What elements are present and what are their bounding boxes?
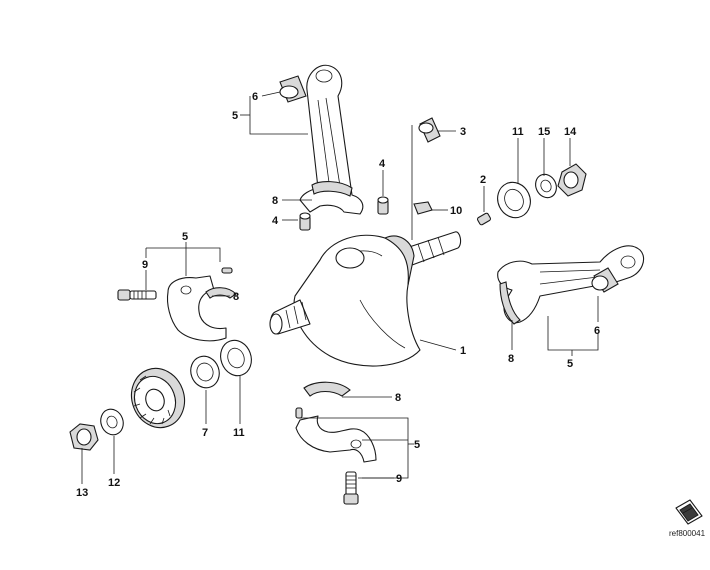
bearing-shell-left-cap xyxy=(205,287,237,299)
callout-2: 2 xyxy=(480,174,486,186)
gear xyxy=(130,367,186,429)
reference-folder-icon xyxy=(675,499,703,525)
callout-8-lower: 8 xyxy=(395,392,401,404)
callout-15: 15 xyxy=(538,126,550,138)
connecting-rod-right xyxy=(497,245,645,324)
callout-12: 12 xyxy=(108,477,120,489)
callout-6-right: 6 xyxy=(594,325,600,337)
washer-12 xyxy=(100,408,124,436)
callout-4-upper: 4 xyxy=(379,158,386,170)
crankshaft xyxy=(269,231,462,367)
bearing-cap-left xyxy=(166,275,227,342)
bearing-shell-upper-rod xyxy=(311,181,353,197)
callout-3: 3 xyxy=(460,126,466,138)
callout-14: 14 xyxy=(564,126,577,138)
nut-14 xyxy=(557,163,587,197)
connecting-rod-upper xyxy=(299,64,364,215)
bearing-shell-lower xyxy=(303,381,351,397)
small-end-bushing-upper xyxy=(279,75,307,103)
callout-8-top: 8 xyxy=(272,195,278,207)
callout-9-lower: 9 xyxy=(396,473,402,485)
leader-lines xyxy=(81,91,599,484)
bearing-shell-right-rod xyxy=(499,281,521,325)
dowel-pin-lower xyxy=(295,407,303,419)
callout-5-right: 5 xyxy=(567,358,573,370)
callout-1: 1 xyxy=(460,345,466,357)
cap-bolt-9-left xyxy=(117,289,157,301)
dowel-4-lower xyxy=(299,212,311,231)
bearing-cap-lower xyxy=(295,415,377,463)
dowel-pin-left xyxy=(221,267,233,274)
callout-6-top: 6 xyxy=(252,91,258,103)
callout-4-lower: 4 xyxy=(272,215,279,227)
nut-13 xyxy=(69,423,99,451)
washer-15 xyxy=(535,173,557,199)
callout-8-right: 8 xyxy=(508,353,514,365)
callout-9-left: 9 xyxy=(142,259,148,271)
small-end-bushing-right xyxy=(591,267,619,293)
callout-13: 13 xyxy=(76,487,88,499)
callout-5-top: 5 xyxy=(232,110,238,122)
callout-7: 7 xyxy=(202,427,208,439)
dowel-4-upper xyxy=(377,196,389,215)
pin-3 xyxy=(418,117,441,143)
cap-bolt-9-lower xyxy=(343,471,359,505)
callout-11-right: 11 xyxy=(512,126,524,138)
callout-labels: 6 5 3 4 8 4 10 2 11 15 14 1 6 5 8 5 9 8 … xyxy=(76,91,600,499)
spacer-7 xyxy=(190,355,220,389)
callout-11-left: 11 xyxy=(233,427,245,439)
reference-code: ref800041 xyxy=(669,529,706,538)
pin-2 xyxy=(476,212,492,226)
thrust-washer-11-right xyxy=(497,181,531,219)
callout-10: 10 xyxy=(450,205,462,217)
callout-5-lower: 5 xyxy=(414,439,420,451)
callout-8-left: 8 xyxy=(233,291,239,303)
woodruff-key-10 xyxy=(413,201,433,215)
callout-5-left: 5 xyxy=(182,231,188,243)
thrust-washer-11-left xyxy=(220,339,252,377)
